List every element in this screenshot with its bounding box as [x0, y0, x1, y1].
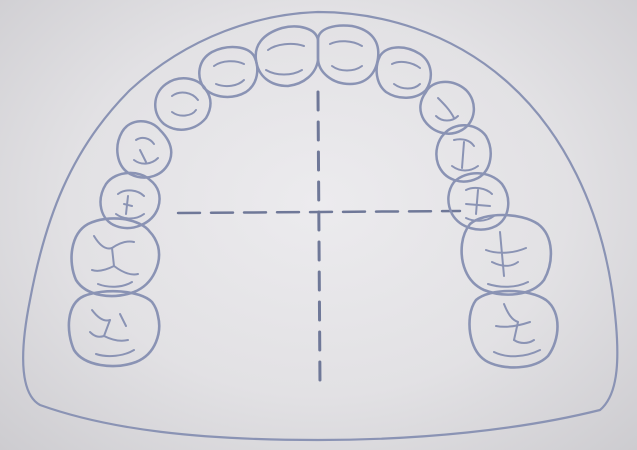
tooth-second-molar-left [69, 291, 159, 366]
tooth-first-molar-left [72, 218, 159, 296]
tooth-second-molar-right [470, 291, 558, 367]
tooth-central-incisor-right [318, 26, 378, 84]
tooth-lateral-incisor-left [199, 47, 257, 97]
tooth-central-incisor-left [256, 27, 318, 87]
tooth-first-molar-right [462, 215, 551, 295]
midline-vertical [318, 92, 320, 385]
midline-horizontal [178, 211, 460, 213]
tooth-lateral-incisor-right [377, 47, 431, 97]
tooth-canine-left [155, 78, 210, 129]
tooth-first-premolar-left [117, 121, 171, 177]
